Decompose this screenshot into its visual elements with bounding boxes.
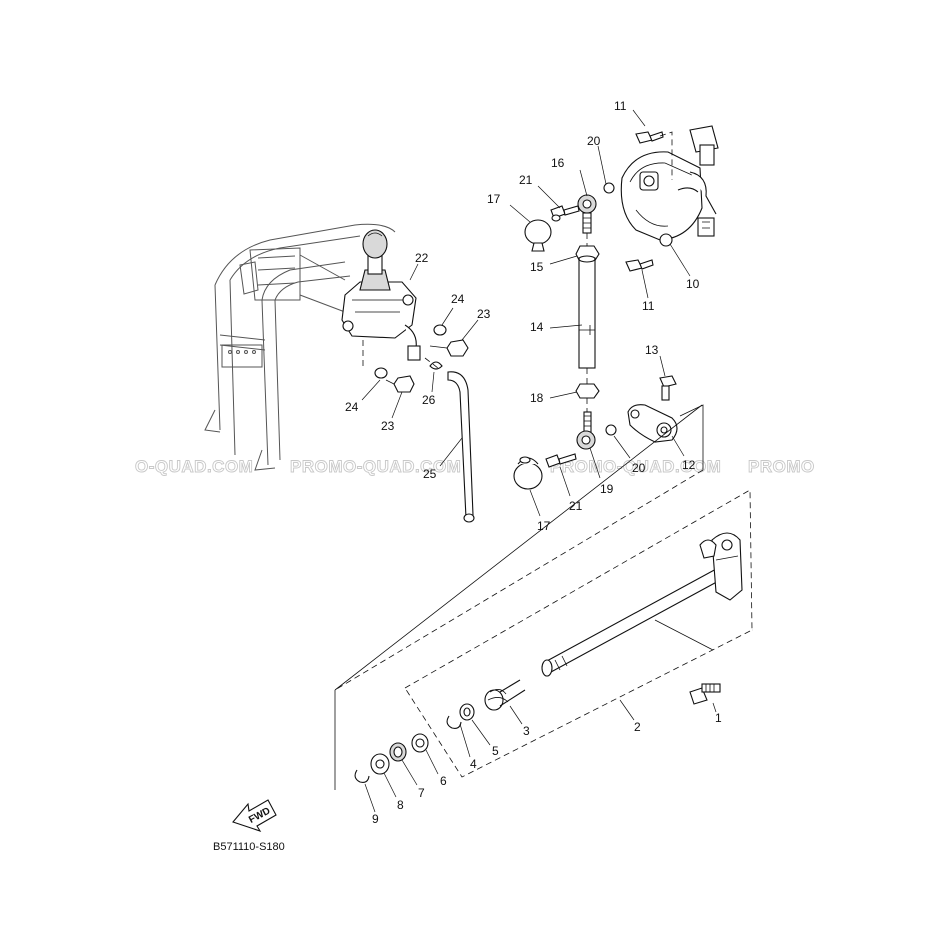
- callout-23-upper: 23: [477, 307, 491, 321]
- leader-lines: [361, 109, 717, 813]
- callout-16: 16: [551, 156, 565, 170]
- callout-22: 22: [415, 251, 429, 265]
- shift-lever-assembly: [341, 229, 421, 361]
- callout-23-lower: 23: [381, 419, 395, 433]
- callout-8: 8: [397, 798, 404, 812]
- bolt-washer-upper: [429, 324, 469, 357]
- bolt-washer-lower: [362, 340, 443, 393]
- callout-3: 3: [523, 724, 530, 738]
- assembly-lines: [334, 233, 753, 790]
- stopper-bolt: [689, 683, 721, 705]
- circlip-4: [446, 715, 462, 729]
- washer-8: [370, 753, 390, 775]
- rod-end-lower: [576, 411, 596, 450]
- fwd-arrow: FWD: [232, 799, 277, 832]
- callout-1: 1: [715, 711, 722, 725]
- watermark-center-right: PROMO-QUAD.COM: [550, 457, 721, 476]
- nut-18: [575, 383, 600, 399]
- callout-26: 26: [422, 393, 436, 407]
- callout-10: 10: [686, 277, 700, 291]
- oil-seal-7: [389, 742, 407, 762]
- circlip-9: [354, 769, 370, 783]
- callout-18: 18: [530, 391, 544, 405]
- gear-position-switch: [620, 125, 719, 247]
- return-spring: [484, 679, 526, 711]
- shift-rod: [578, 255, 596, 369]
- callouts: 1 2 3 4 5 6 7 8 9 10 11 11 12 13 14 15 1…: [345, 99, 722, 826]
- callout-2: 2: [634, 720, 641, 734]
- washer-6: [411, 733, 429, 753]
- bolt-11-lower: [625, 259, 654, 272]
- callout-13: 13: [645, 343, 659, 357]
- watermark-center-left: PROMO-QUAD.COM: [290, 457, 461, 476]
- callout-25: 25: [423, 467, 437, 481]
- watermark: O-QUAD.COM PROMO-QUAD.COM PROMO-QUAD.COM…: [135, 457, 815, 477]
- washer-5: [459, 703, 475, 721]
- shift-arm: [627, 404, 678, 443]
- callout-24-lower: 24: [345, 400, 359, 414]
- watermark-left: O-QUAD.COM: [135, 457, 253, 476]
- bolt-21-lower: [545, 453, 577, 468]
- callout-12: 12: [682, 458, 696, 472]
- rod-end-upper: [577, 194, 597, 234]
- callout-17-upper: 17: [487, 192, 501, 206]
- callout-14: 14: [530, 320, 544, 334]
- callout-19: 19: [600, 482, 614, 496]
- callout-20-lower: 20: [632, 461, 646, 475]
- breather-hose: [447, 371, 475, 523]
- bolt-11-upper: [635, 131, 664, 144]
- callout-21-lower: 21: [569, 499, 583, 513]
- callout-11-lower: 11: [642, 299, 655, 313]
- callout-11-upper: 11: [614, 99, 627, 113]
- vehicle-frame: [204, 223, 396, 471]
- callout-17-lower: 17: [537, 519, 551, 533]
- bolt-13: [659, 375, 677, 401]
- callout-7: 7: [418, 786, 425, 800]
- guide-line-11: [659, 131, 673, 180]
- washer-20-lower: [605, 424, 617, 436]
- boot-cap-upper: [524, 214, 561, 252]
- callout-9: 9: [372, 812, 379, 826]
- callout-24-upper: 24: [451, 292, 465, 306]
- callout-5: 5: [492, 744, 499, 758]
- callout-20-upper: 20: [587, 134, 601, 148]
- callout-15: 15: [530, 260, 544, 274]
- watermark-right: PROMO: [748, 457, 815, 476]
- callout-4: 4: [470, 757, 477, 771]
- boot-cap-lower: [513, 456, 543, 490]
- drawing-code: B571110-S180: [213, 841, 285, 853]
- washer-20-upper: [603, 182, 615, 194]
- callout-21-upper: 21: [519, 173, 533, 187]
- callout-6: 6: [440, 774, 447, 788]
- shift-shaft: [541, 532, 743, 677]
